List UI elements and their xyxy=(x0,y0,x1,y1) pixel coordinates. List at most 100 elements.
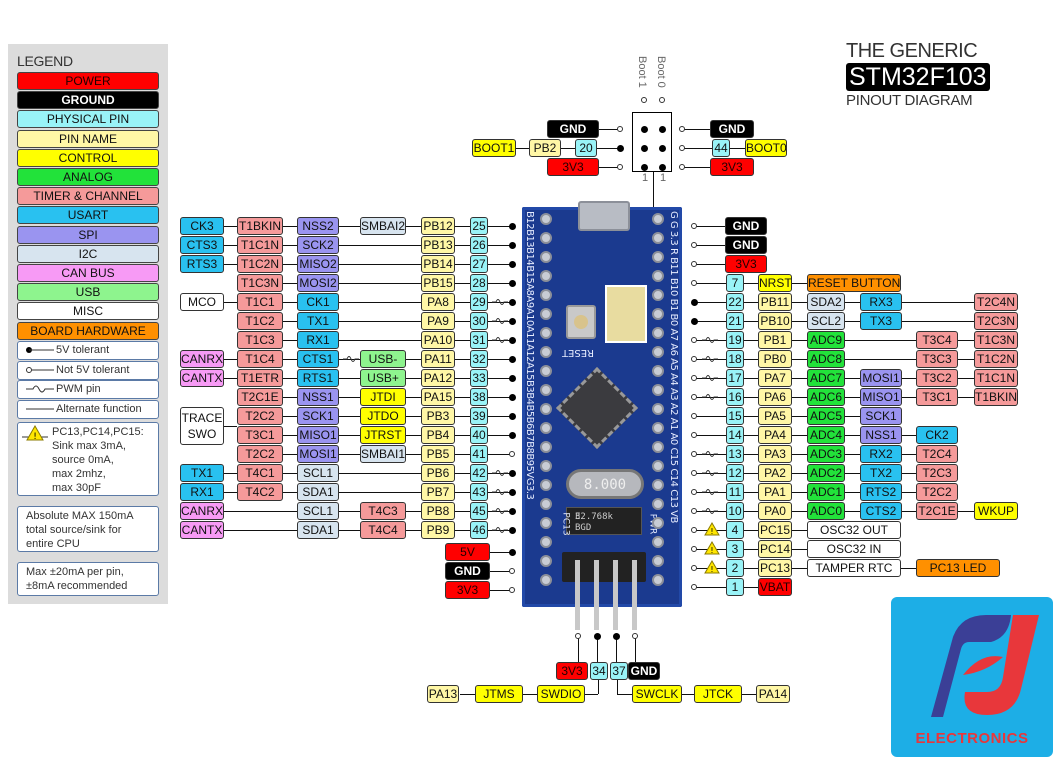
pwm-wave-icon xyxy=(702,508,718,514)
swd-pin-1 xyxy=(575,560,580,630)
header-hole-right xyxy=(652,270,664,282)
pin-name-pa5: PA5 xyxy=(758,407,792,425)
pwm-wave-icon xyxy=(492,337,508,343)
5v-tolerant-dot xyxy=(509,280,516,287)
physical-pin-7: 7 xyxy=(726,274,744,292)
connector-line xyxy=(694,226,727,227)
5v-tolerant-dot xyxy=(509,337,516,344)
legend-warning-line: Sink max 3mA, xyxy=(52,440,126,452)
left-timer-t3c1: T3C1 xyxy=(237,426,283,444)
connector-line xyxy=(694,340,1018,341)
swd-header-37: 37 xyxy=(610,662,628,680)
left-alt2-jtdi: JTDI xyxy=(360,388,406,406)
swd-right-jtck: JTCK xyxy=(694,685,742,703)
physical-pin-22: 22 xyxy=(726,293,744,311)
right-alt2-t2c4: T2C4 xyxy=(916,445,958,463)
right-alt2-t2c3: T2C3 xyxy=(916,464,958,482)
5v-tolerant-dot xyxy=(509,356,516,363)
legend-warning-line: max 2mhz, xyxy=(52,468,106,480)
legend-note-line: Absolute MAX 150mA xyxy=(26,510,134,522)
right-power-gnd: GND xyxy=(725,217,767,235)
5v-tolerant-dot xyxy=(509,508,516,515)
5v-tolerant-dot xyxy=(509,527,516,534)
physical-pin-2: 2 xyxy=(726,559,744,577)
5v-tolerant-dot xyxy=(509,242,516,249)
left-func-mco: MCO xyxy=(180,293,224,311)
reset-button[interactable] xyxy=(566,305,596,339)
connector-line xyxy=(224,492,512,493)
pin-name-pb5: PB5 xyxy=(421,445,455,463)
boot-header-pin xyxy=(659,145,666,152)
left-alt2-smbai2: SMBAI2 xyxy=(360,217,406,235)
header-hole-right xyxy=(652,479,664,491)
right-func-adc6: ADC6 xyxy=(807,388,845,406)
right-alt-tx3: TX3 xyxy=(860,312,902,330)
pin-name-pb1: PB1 xyxy=(758,331,792,349)
boot-header-pin xyxy=(641,164,648,171)
title-chip-name: STM32F103 xyxy=(846,63,990,91)
legend-note-per-pin: Max ±20mA per pin,±8mA recommended xyxy=(17,562,159,596)
left-power-gnd: GND xyxy=(445,562,490,580)
connector-line xyxy=(283,340,512,341)
not-5v-tolerant-dot xyxy=(691,432,697,438)
legend-key-open-dot-line: Not 5V tolerant xyxy=(17,360,159,380)
right-func-scl2: SCL2 xyxy=(807,312,845,330)
left-alt-sda1: SDA1 xyxy=(297,483,339,501)
physical-pin-27: 27 xyxy=(470,255,488,273)
pin-name-pa2: PA2 xyxy=(758,464,792,482)
connector-line xyxy=(694,397,1018,398)
right-func-adc2: ADC2 xyxy=(807,464,845,482)
pj-electronics-logo: ELECTRONICS xyxy=(891,597,1053,757)
not-5v-tolerant-dot xyxy=(617,164,623,170)
pwm-wave-icon xyxy=(492,318,508,324)
header-hole-left xyxy=(540,213,552,225)
header-hole-right xyxy=(652,346,664,358)
swd-header-gnd: GND xyxy=(628,662,660,680)
left-timer-t4c1: T4C1 xyxy=(237,464,283,482)
stm32-chip xyxy=(555,366,639,450)
left-alt-tx1: TX1 xyxy=(297,312,339,330)
right-alt2-t3c3: T3C3 xyxy=(916,350,958,368)
legend-item-usart: USART xyxy=(17,206,159,225)
swd-header-34: 34 xyxy=(590,662,608,680)
swd-left-pa13: PA13 xyxy=(427,685,459,703)
right-alt-rx2: RX2 xyxy=(860,445,902,463)
diagram-title: THE GENERIC STM32F103 PINOUT DIAGRAM xyxy=(846,40,1006,110)
connector-line xyxy=(684,129,720,130)
left-alt2-jtrst: JTRST xyxy=(360,426,406,444)
left-alt-nss2: NSS2 xyxy=(297,217,339,235)
legend-item-i2c: I2C xyxy=(17,244,159,263)
left-alt2-t4c4: T4C4 xyxy=(360,521,406,539)
physical-pin-25: 25 xyxy=(470,217,488,235)
pin-name-pb0: PB0 xyxy=(758,350,792,368)
rtc-label-2: E BGD xyxy=(575,512,592,533)
left-alt-sda1: SDA1 xyxy=(297,521,339,539)
5v-tolerant-dot xyxy=(509,549,516,556)
left-timer-t1c2: T1C2 xyxy=(237,312,283,330)
left-alt-mosi2: MOSI2 xyxy=(297,274,339,292)
pwm-wave-icon xyxy=(702,489,718,495)
pin-name-pa8: PA8 xyxy=(421,293,455,311)
left-alt-nss1: NSS1 xyxy=(297,388,339,406)
boot-jumper-header[interactable] xyxy=(632,112,672,172)
boot-jumpers[interactable] xyxy=(605,285,647,343)
left-alt-ck1: CK1 xyxy=(297,293,339,311)
swd-lead xyxy=(578,637,579,662)
left-alt-cts1: CTS1 xyxy=(297,350,339,368)
header-hole-right xyxy=(652,536,664,548)
left-alt-rts1: RTS1 xyxy=(297,369,339,387)
legend-key-label: Not 5V tolerant xyxy=(56,363,130,376)
swd-pin-2 xyxy=(594,560,599,630)
left-func-cantx: CANTX xyxy=(180,521,224,539)
trace-swo-label: TRACE SWO xyxy=(180,407,224,445)
left-alt-scl1: SCL1 xyxy=(297,502,339,520)
header-hole-left xyxy=(540,232,552,244)
pin-name-pb14: PB14 xyxy=(421,255,455,273)
5v-tolerant-dot xyxy=(509,223,516,230)
header-hole-right xyxy=(652,460,664,472)
header-hole-left xyxy=(540,289,552,301)
swd-right-pa14: PA14 xyxy=(756,685,790,703)
physical-pin-21: 21 xyxy=(726,312,744,330)
5v-tolerant-dot xyxy=(509,261,516,268)
